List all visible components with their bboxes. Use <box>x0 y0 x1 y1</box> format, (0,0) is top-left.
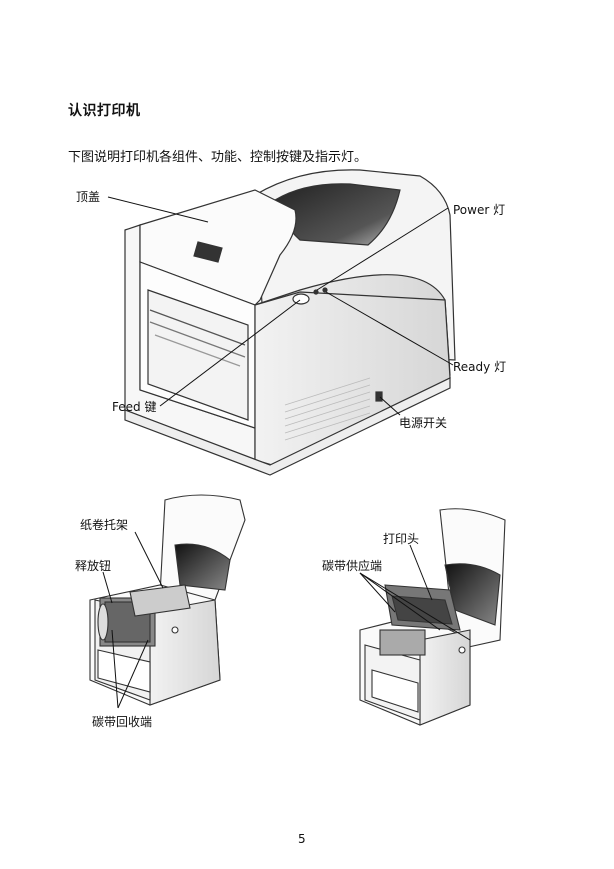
main-printer-drawing <box>124 169 456 476</box>
label-top-cover: 顶盖 <box>76 190 101 204</box>
label-ready-led: Ready 灯 <box>453 360 507 374</box>
label-media-holder: 纸卷托架 <box>80 518 129 532</box>
intro-paragraph: 下图说明打印机各组件、功能、控制按键及指示灯。 <box>68 150 368 165</box>
open-printer-left-drawing <box>89 494 246 706</box>
open-printer-right-drawing <box>359 508 506 726</box>
label-power-switch: 电源开关 <box>399 416 448 430</box>
label-ribbon-supply: 碳带供应端 <box>322 559 383 573</box>
page-number: 5 <box>298 832 306 846</box>
label-print-head: 打印头 <box>383 532 420 546</box>
label-release-knob: 释放钮 <box>75 559 112 573</box>
label-ribbon-rewind: 碳带回收端 <box>92 715 153 729</box>
label-feed-key: Feed 键 <box>112 400 157 414</box>
label-power-led: Power 灯 <box>453 203 506 217</box>
section-heading: 认识打印机 <box>68 103 141 119</box>
